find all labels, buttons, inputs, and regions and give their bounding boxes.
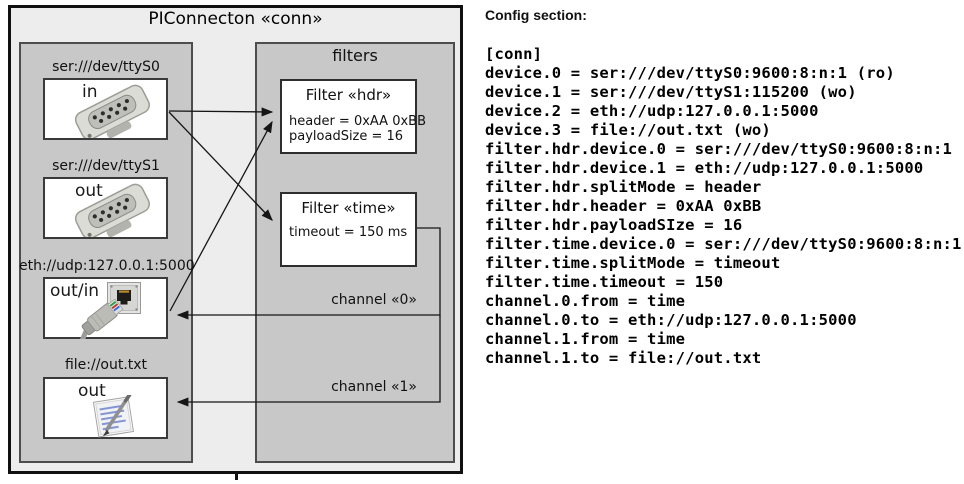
config-line: [conn] [485, 45, 543, 63]
config-line: filter.time.splitMode = timeout [485, 254, 781, 272]
filter-box-time: Filter «time» timeout = 150 ms [280, 192, 417, 267]
config-line: filter.hdr.splitMode = header [485, 178, 762, 196]
config-line: channel.1.from = time [485, 330, 686, 348]
channel-0-label: channel «0» [331, 292, 417, 308]
filters-panel-title: filters [332, 46, 378, 65]
device-direction-label: out [75, 181, 103, 201]
config-line: device.1 = ser:///dev/ttyS1:115200 (wo) [485, 83, 857, 101]
device-direction-label: out [78, 381, 106, 401]
ethernet-cable-icon [78, 299, 124, 339]
notepad-pen-icon [92, 395, 135, 438]
config-line: filter.hdr.device.1 = eth://udp:127.0.0.… [485, 159, 924, 177]
filter-box-hdr: Filter «hdr» header = 0xAA 0xBB payloadS… [280, 79, 426, 154]
device-label-eth: eth://udp:127.0.0.1:5000 [19, 258, 195, 274]
device-box-file: out [43, 377, 168, 439]
device-box-ttyS1: out [43, 177, 168, 239]
filter-property: timeout = 150 ms [289, 225, 408, 240]
serial-connector-icon [74, 183, 150, 237]
config-line: filter.hdr.device.0 = ser:///dev/ttyS0:9… [485, 140, 953, 158]
config-line: channel.0.to = eth://udp:127.0.0.1:5000 [485, 311, 857, 329]
config-line: device.2 = eth://udp:127.0.0.1:5000 [485, 102, 819, 120]
config-line: channel.1.to = file://out.txt [485, 349, 762, 367]
config-line: device.3 = file://out.txt (wo) [485, 121, 771, 139]
filter-property: header = 0xAA 0xBB [289, 114, 427, 129]
config-line: filter.time.device.0 = ser:///dev/ttyS0:… [485, 235, 962, 253]
device-box-eth: out/in [43, 277, 168, 339]
config-heading: Config section: [485, 7, 587, 23]
config-line: filter.time.timeout = 150 [485, 273, 724, 291]
device-direction-label: out/in [50, 281, 100, 301]
diagram-title: PIConnecton «conn» [148, 9, 323, 29]
device-label-ttyS0: ser:///dev/ttyS0 [52, 59, 160, 75]
device-box-ttyS0: in [43, 78, 168, 140]
filter-property: payloadSize = 16 [289, 129, 404, 144]
filter-title: Filter «hdr» [305, 86, 392, 104]
filter-title: Filter «time» [301, 199, 396, 217]
config-line: device.0 = ser:///dev/ttyS0:9600:8:n:1 (… [485, 64, 895, 82]
serial-connector-icon [74, 84, 150, 138]
config-line: filter.hdr.payloadSIze = 16 [485, 216, 743, 234]
config-line: channel.0.from = time [485, 292, 686, 310]
device-label-ttyS1: ser:///dev/ttyS1 [52, 158, 160, 174]
config-line: filter.hdr.header = 0xAA 0xBB [485, 197, 762, 215]
device-label-file: file://out.txt [64, 357, 148, 373]
config-lines: [conn]device.0 = ser:///dev/ttyS0:9600:8… [485, 45, 964, 368]
device-direction-label: in [82, 82, 98, 102]
frame-bottom-tick [235, 474, 238, 480]
channel-1-label: channel «1» [331, 379, 417, 395]
